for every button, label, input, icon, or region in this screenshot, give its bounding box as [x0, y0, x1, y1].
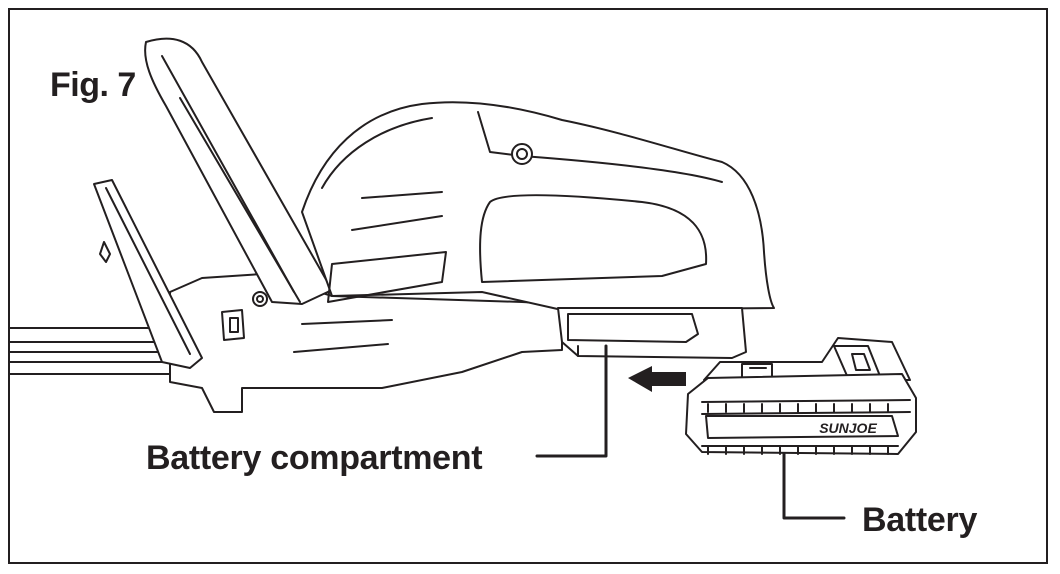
- hedge-trimmer-illustration: SUNJOE: [10, 37, 917, 520]
- battery-callout: Battery: [862, 501, 978, 539]
- arrow-left-icon: [628, 366, 686, 392]
- trimmer-body: [93, 37, 775, 413]
- battery-leader: [782, 452, 846, 520]
- figure-frame: SUNJOE Fig. 7 Battery compartment Batter…: [8, 8, 1048, 564]
- figure-label: Fig. 7: [50, 66, 136, 104]
- battery-pack: [685, 337, 917, 455]
- battery-compartment: [557, 307, 747, 359]
- battery-compartment-callout: Battery compartment: [146, 439, 483, 477]
- battery-brand-label: SUNJOE: [819, 420, 877, 436]
- compartment-leader: [535, 344, 608, 458]
- blade-bar: [10, 327, 171, 375]
